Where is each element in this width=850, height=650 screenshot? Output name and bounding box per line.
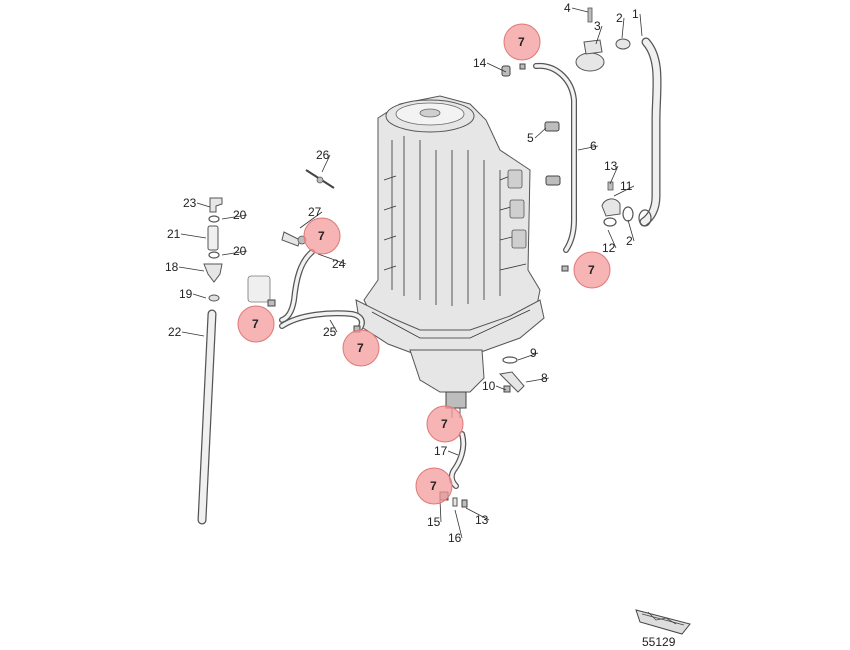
leader-line-c20a [221,214,248,220]
lower-hose-assembly [439,356,525,508]
callout-label-c17: 17 [434,444,448,458]
callout-label-c4: 4 [564,1,571,15]
highlight-label-h2: 7 [318,229,325,243]
leader-line-c12 [607,229,617,249]
callout-label-c2b: 2 [626,234,633,248]
highlight-circle-h6 [426,405,464,443]
callout-label-c12: 12 [602,241,616,255]
leader-line-c3 [595,25,603,45]
leader-line-c18 [178,266,205,272]
callout-label-c13b: 13 [475,513,489,527]
engine-block [355,95,545,418]
leader-line-c10 [495,385,507,391]
leader-line-c21 [180,233,207,239]
figure-id: 55129 [642,635,676,649]
leader-line-c19 [192,293,207,299]
callout-label-c19: 19 [179,287,193,301]
highlight-circle-h3 [573,251,611,289]
callout-label-c24: 24 [332,257,346,271]
leader-line-c11 [613,185,635,197]
callout-label-c18: 18 [165,260,179,274]
callout-label-c23: 23 [183,196,197,210]
callout-label-c20a: 20 [233,208,247,222]
left-hose-assembly [197,169,365,525]
callout-label-c8: 8 [541,371,548,385]
highlight-circle-h4 [237,305,275,343]
callout-label-c25: 25 [323,325,337,339]
highlight-circle-h1 [503,23,541,61]
leader-line-c20b [221,250,248,256]
callout-label-c5: 5 [527,131,534,145]
highlight-circle-h2 [303,217,341,255]
callout-label-c21: 21 [167,227,181,241]
highlight-label-h1: 7 [518,35,525,49]
callout-label-c13a: 13 [604,159,618,173]
highlight-circle-h7 [415,467,453,505]
highlight-label-h6: 7 [441,417,448,431]
callout-label-c15: 15 [427,515,441,529]
callout-label-c11: 11 [620,179,633,193]
leader-line-c16 [454,509,463,539]
leader-line-c9 [517,352,539,361]
callout-label-c26: 26 [316,148,330,162]
callout-label-c14: 14 [473,56,487,70]
leader-line-c17 [447,450,459,456]
highlight-label-h5: 7 [357,341,364,355]
highlight-label-h7: 7 [430,479,437,493]
highlight-label-h3: 7 [588,263,595,277]
leader-line-c26 [321,154,331,173]
leader-line-c14 [486,62,507,73]
leader-line-c4 [571,7,589,13]
highlight-label-h4: 7 [252,317,259,331]
highlight-circle-h5 [342,329,380,367]
callout-label-c20b: 20 [233,244,247,258]
callout-label-c3: 3 [594,19,601,33]
callout-label-c2a: 2 [616,11,623,25]
leader-line-c25 [329,319,338,333]
callout-label-c1: 1 [632,7,639,21]
callout-label-c9: 9 [530,346,537,360]
leader-line-c23 [196,202,211,208]
outboard-logo [635,609,691,635]
right-hose-assembly [501,7,662,272]
leader-line-c24 [317,253,347,265]
leader-line-c27 [299,211,323,229]
leader-line-c8 [525,377,550,383]
leader-line-c13a [609,165,619,185]
highlight-group: 7 7 7 7 7 7 7 [237,23,611,505]
leader-line-c13b [465,507,490,521]
callout-label-c27: 27 [308,205,322,219]
leader-line-c1 [639,13,643,37]
callout-label-c6: 6 [590,139,597,153]
leader-line-c6 [577,145,599,151]
callout-label-c10: 10 [482,379,496,393]
leader-line-c2a [621,17,625,39]
leader-line-c15 [439,499,442,523]
callout-label-c22: 22 [168,325,182,339]
leader-line-c22 [181,331,205,337]
callout-label-c16: 16 [448,531,462,545]
leader-line-c5 [534,127,547,139]
leader-line-c2b [627,219,635,242]
